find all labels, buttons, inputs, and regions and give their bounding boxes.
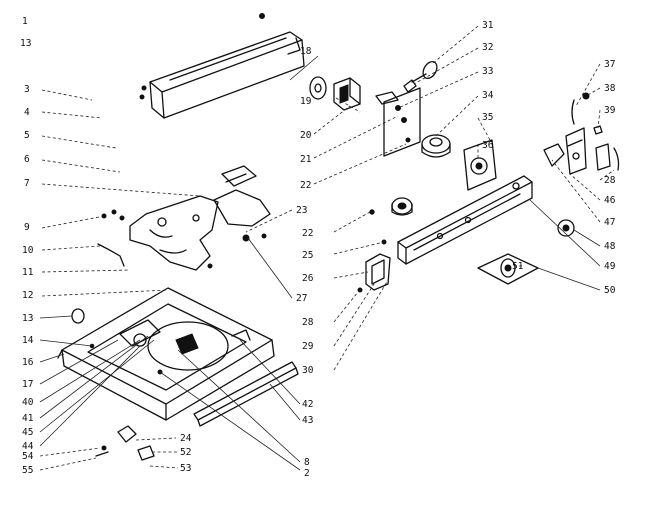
label-8: 8 (304, 457, 310, 468)
leader-lines (39, 25, 615, 471)
top-rail-part (139, 13, 305, 119)
label-39: 39 (604, 105, 616, 116)
label-18: 18 (300, 46, 312, 57)
label-26: 26 (302, 273, 314, 284)
label-54: 54 (22, 451, 34, 462)
label-49: 49 (604, 261, 616, 272)
label-10: 10 (22, 245, 34, 256)
label-14: 14 (22, 335, 34, 346)
label-5: 5 (24, 130, 30, 141)
label-51: 51 (512, 261, 524, 272)
label-24: 24 (180, 433, 192, 444)
label-50: 50 (604, 285, 616, 296)
label-3: 3 (24, 84, 30, 95)
linkage-plate-part (97, 165, 271, 271)
label-37: 37 (604, 59, 615, 70)
label-28b: 28 (604, 175, 616, 186)
label-29: 29 (302, 341, 314, 352)
switch-assembly-part (309, 60, 438, 157)
label-19: 19 (300, 96, 312, 107)
label-36: 36 (482, 140, 494, 151)
label-25: 25 (302, 250, 313, 261)
long-rail-part (397, 175, 533, 265)
label-27: 27 (296, 293, 307, 304)
label-53: 53 (180, 463, 191, 474)
label-38: 38 (604, 83, 616, 94)
label-44: 44 (22, 441, 34, 452)
label-21: 21 (300, 154, 312, 165)
label-7: 7 (24, 178, 30, 189)
label-22b: 22 (302, 228, 313, 239)
label-1: 1 (22, 16, 28, 27)
pulley-bracket-part (357, 197, 413, 293)
label-12: 12 (22, 290, 33, 301)
label-22a: 22 (300, 180, 311, 191)
label-23: 23 (296, 205, 307, 216)
label-34: 34 (482, 90, 494, 101)
label-42: 42 (302, 399, 313, 410)
label-17: 17 (22, 379, 33, 390)
label-55: 55 (22, 465, 33, 476)
label-41: 41 (22, 413, 34, 424)
base-tray-part (57, 287, 275, 421)
label-20: 20 (300, 130, 312, 141)
label-6: 6 (24, 154, 30, 165)
label-31: 31 (482, 20, 494, 31)
motor-block-part (421, 134, 497, 191)
label-46: 46 (604, 195, 616, 206)
small-fasteners-part (95, 425, 155, 461)
label-33: 33 (482, 66, 493, 77)
label-35: 35 (482, 112, 493, 123)
label-43: 43 (302, 415, 313, 426)
label-16: 16 (22, 357, 34, 368)
label-30: 30 (302, 365, 314, 376)
label-13a: 13 (20, 38, 31, 49)
label-48: 48 (604, 241, 616, 252)
knob-assembly-part (543, 92, 620, 237)
label-11: 11 (22, 267, 34, 278)
label-4: 4 (24, 107, 30, 118)
label-9: 9 (24, 222, 30, 233)
label-32: 32 (482, 42, 493, 53)
label-45: 45 (22, 427, 33, 438)
part-number-labels: 1 13 3 4 5 6 7 9 10 11 12 13 14 16 17 40… (20, 16, 616, 479)
label-28a: 28 (302, 317, 314, 328)
front-strip-part (193, 361, 299, 427)
label-52: 52 (180, 447, 191, 458)
lower-bracket-part (477, 253, 539, 285)
label-2: 2 (304, 468, 310, 479)
label-47: 47 (604, 217, 615, 228)
label-13b: 13 (22, 313, 33, 324)
label-40: 40 (22, 397, 34, 408)
